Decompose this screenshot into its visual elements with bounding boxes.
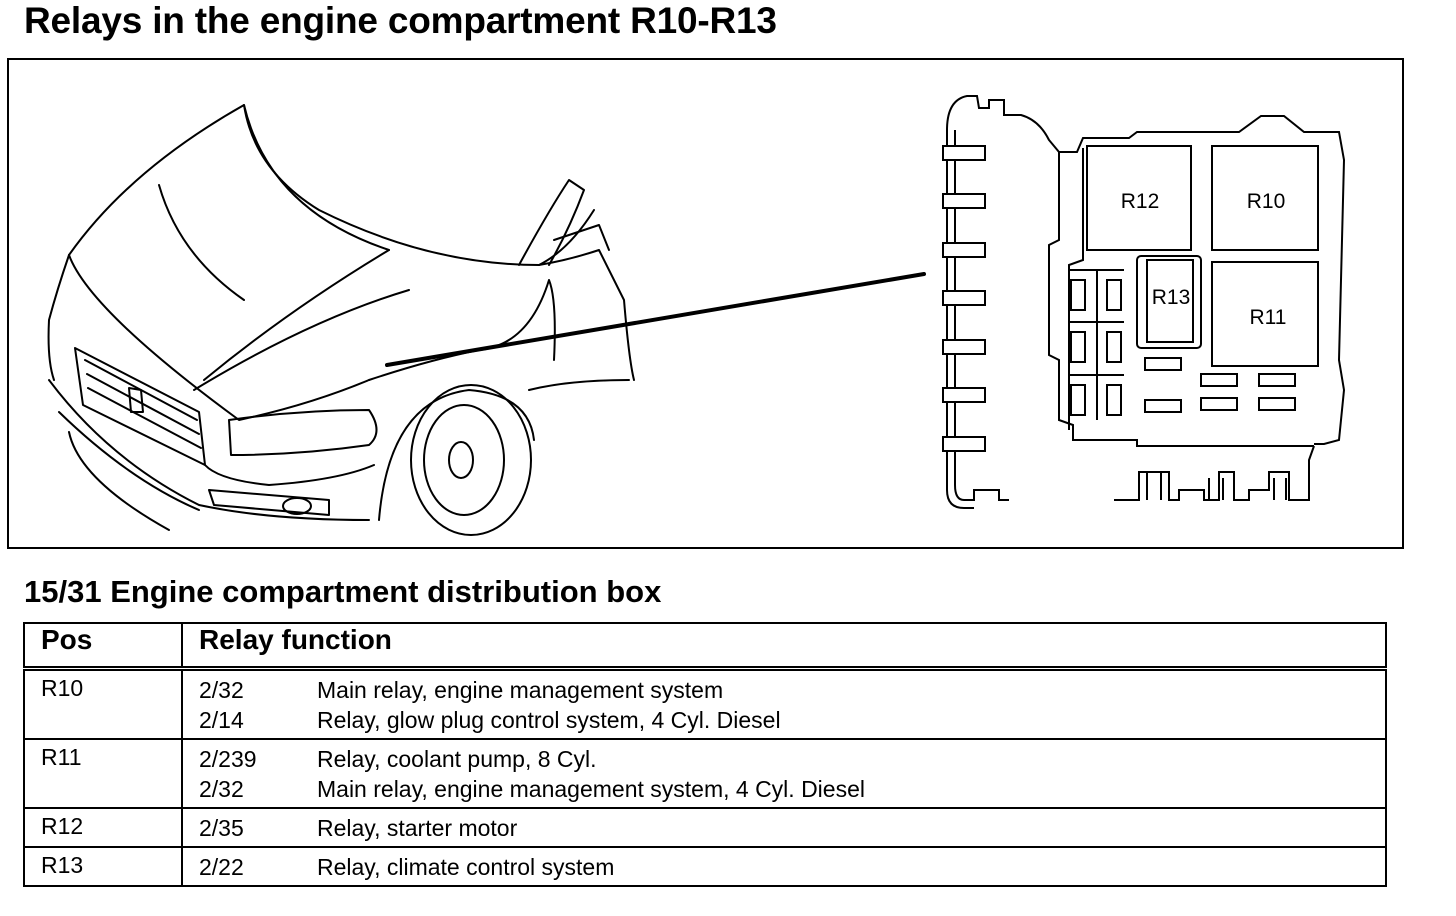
relay-r11-label: R11	[1250, 306, 1287, 329]
section-title: 15/31 Engine compartment distribution bo…	[24, 574, 662, 609]
row-functions: 2/35 Relay, starter motor	[181, 807, 1387, 848]
table-row: R13 2/22 Relay, climate control system	[23, 846, 1387, 887]
table-row: R12 2/35 Relay, starter motor	[23, 807, 1387, 848]
relay-code: 2/22	[199, 853, 244, 880]
row-functions: 2/22 Relay, climate control system	[181, 846, 1387, 887]
relay-description: Relay, glow plug control system, 4 Cyl. …	[317, 706, 781, 733]
relay-table: Pos Relay function R10 2/32 Main relay, …	[23, 622, 1387, 887]
page-title: Relays in the engine compartment R10-R13	[24, 0, 777, 41]
relay-description: Main relay, engine management system	[317, 676, 724, 703]
relay-description: Relay, climate control system	[317, 853, 615, 880]
function-entry: 2/14 Relay, glow plug control system, 4 …	[199, 705, 1385, 735]
relay-code: 2/239	[199, 745, 257, 772]
table-row: R10 2/32 Main relay, engine management s…	[23, 667, 1387, 740]
row-functions: 2/239 Relay, coolant pump, 8 Cyl. 2/32 M…	[181, 738, 1387, 809]
relay-code: 2/14	[199, 706, 244, 733]
relay-r12: R12	[1086, 145, 1192, 251]
table-header-row: Pos Relay function	[23, 622, 1387, 671]
pointer-line	[385, 272, 926, 367]
function-entry: 2/35 Relay, starter motor	[199, 813, 1385, 843]
distribution-box	[946, 95, 1346, 509]
car-illustration	[47, 104, 635, 536]
row-pos: R11	[23, 738, 183, 809]
row-pos: R10	[23, 667, 183, 740]
fuse-slots	[1069, 269, 1296, 420]
relay-r12-label: R12	[1121, 190, 1160, 213]
connector-tabs	[942, 145, 986, 452]
function-entry: 2/32 Main relay, engine management syste…	[199, 675, 1385, 705]
relay-r10-label: R10	[1247, 190, 1286, 213]
diagram-canvas: R12 R10 R13 R11	[47, 95, 1346, 536]
relay-r10: R10	[1211, 145, 1319, 251]
relay-code: 2/32	[199, 775, 244, 802]
row-functions: 2/32 Main relay, engine management syste…	[181, 667, 1387, 740]
relay-r13-label: R13	[1152, 286, 1191, 309]
relay-r13: R13	[1136, 255, 1202, 349]
header-relay-function: Relay function	[181, 622, 1387, 671]
relay-description: Relay, starter motor	[317, 814, 518, 841]
header-pos: Pos	[23, 622, 183, 671]
relay-code: 2/32	[199, 676, 244, 703]
function-entry: 2/22 Relay, climate control system	[199, 852, 1385, 882]
relay-code: 2/35	[199, 814, 244, 841]
function-entry: 2/239 Relay, coolant pump, 8 Cyl.	[199, 744, 1385, 774]
relay-description: Main relay, engine management system, 4 …	[317, 775, 865, 802]
relay-description: Relay, coolant pump, 8 Cyl.	[317, 745, 597, 772]
row-pos: R13	[23, 846, 183, 887]
relay-r11: R11	[1211, 261, 1319, 367]
row-pos: R12	[23, 807, 183, 848]
diagram-frame: R12 R10 R13 R11	[7, 58, 1404, 549]
function-entry: 2/32 Main relay, engine management syste…	[199, 774, 1385, 804]
table-row: R11 2/239 Relay, coolant pump, 8 Cyl. 2/…	[23, 738, 1387, 809]
